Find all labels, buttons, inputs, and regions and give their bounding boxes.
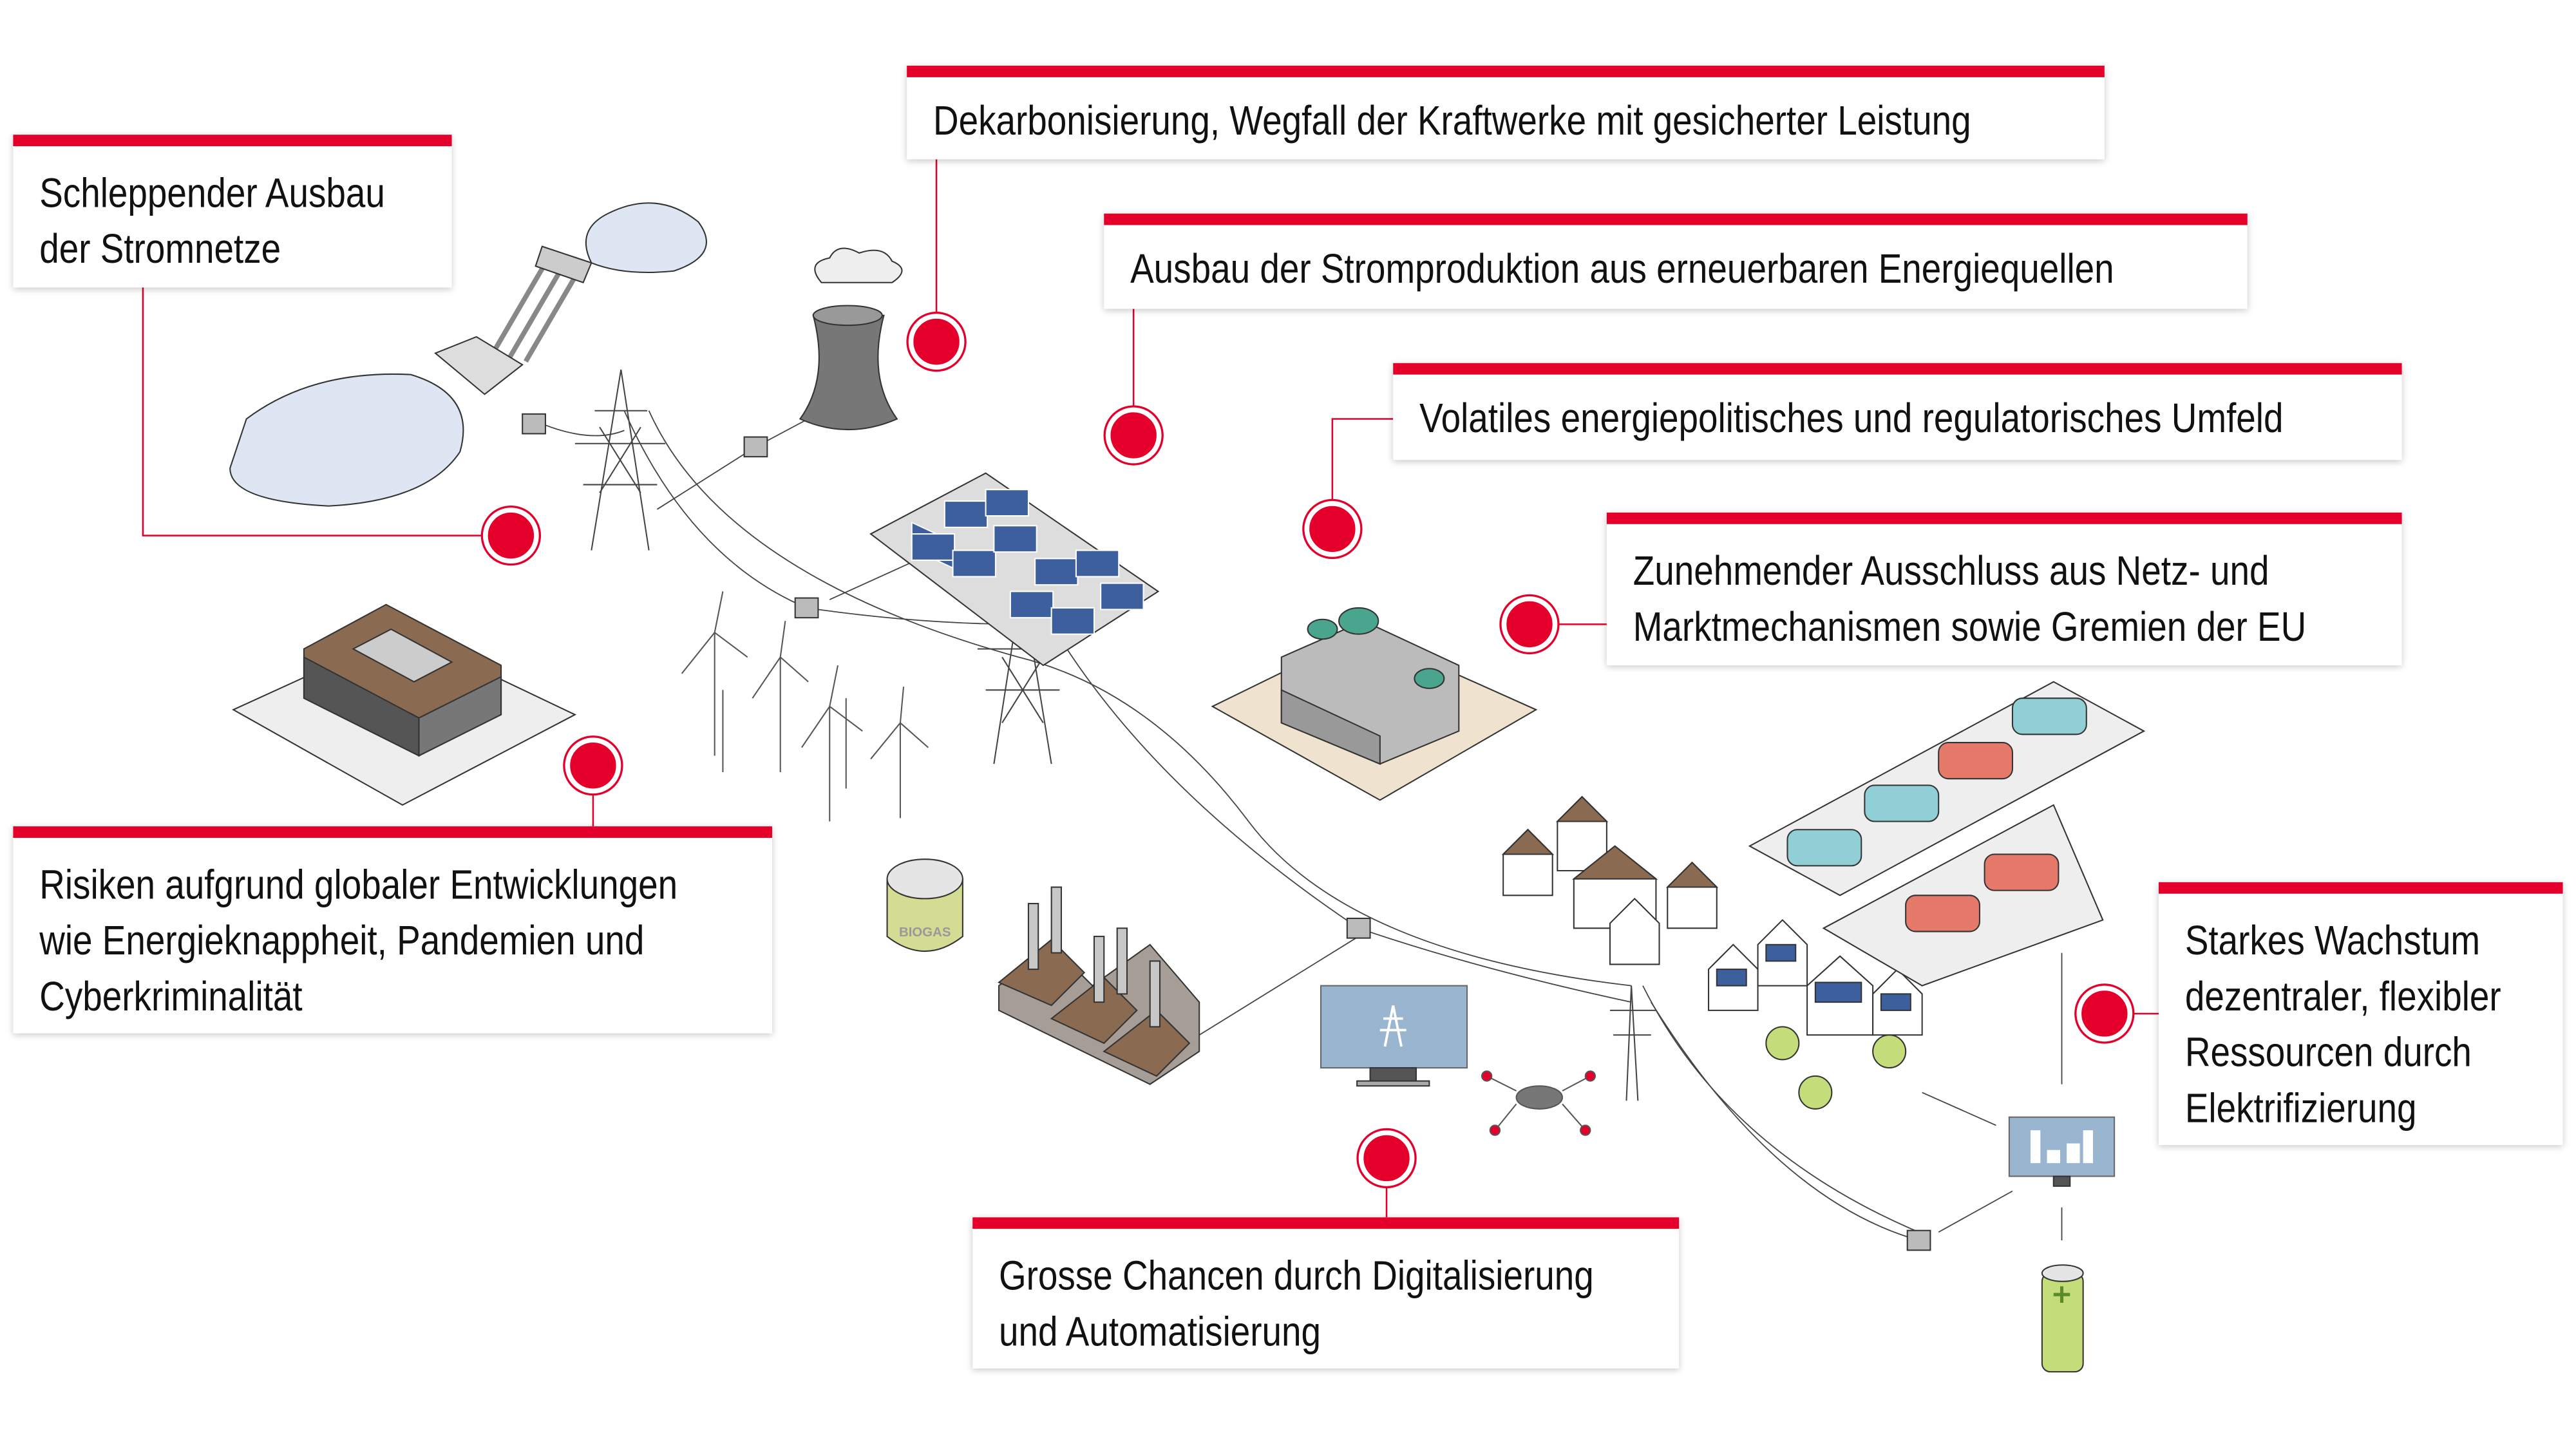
solar-field [869, 472, 1160, 667]
transformers [522, 413, 1931, 1251]
callout-text: Zunehmender Ausschluss aus Netz- und [1633, 549, 2269, 595]
cooling-tower [799, 247, 903, 431]
callout-text: Schleppender Ausbau [39, 171, 385, 217]
connector-lines [142, 159, 2159, 1218]
marker-eu-exclusion[interactable] [1501, 596, 1558, 652]
callout-text: Dekarbonisierung, Wegfall der Kraftwerke… [933, 99, 1971, 145]
drone [1481, 1070, 1596, 1136]
office-building [231, 603, 577, 806]
parliament-building [1211, 607, 1538, 801]
callout-text: Volatiles energiepolitisches und regulat… [1419, 395, 2284, 442]
wind-turbines [681, 591, 929, 822]
factories [998, 886, 1200, 1085]
marker-decarbonization[interactable] [908, 314, 965, 370]
callout-text: dezentraler, flexibler [2184, 974, 2501, 1021]
marker-policy[interactable] [1304, 501, 1361, 557]
monitor-small [2008, 1116, 2116, 1187]
callout-digitalization: Grosse Chancen durch Digitalisierung und … [972, 1217, 1680, 1368]
power-lines [542, 393, 2063, 1241]
callout-text: der Stromnetze [39, 227, 281, 273]
callout-text: und Automatisierung [999, 1309, 1321, 1356]
callout-text: Ressourcen durch [2184, 1030, 2472, 1076]
callout-text: Elektrifizierung [2184, 1086, 2417, 1132]
marker-digitalization[interactable] [1358, 1130, 1415, 1186]
callout-text: Marktmechanismen sowie Gremien der EU [1633, 604, 2307, 651]
biogas-label: BIOGAS [899, 925, 951, 940]
callout-text: Cyberkriminalität [39, 974, 303, 1021]
callout-policy: Volatiles energiepolitisches und regulat… [1393, 363, 2402, 460]
battery [2041, 1264, 2084, 1373]
callout-text: Starkes Wachstum [2184, 918, 2481, 965]
callout-text: wie Energieknappheit, Pandemien und [39, 918, 645, 965]
hydro-plant [229, 202, 707, 507]
marker-grid-expansion[interactable] [482, 507, 539, 564]
ev-parking [1748, 681, 2146, 987]
houses [1501, 795, 1923, 1110]
marker-renewables[interactable] [1105, 407, 1162, 464]
callout-renewables: Ausbau der Stromproduktion aus erneuerba… [1104, 213, 2248, 309]
callout-text: Risiken aufgrund globaler Entwicklungen [39, 862, 678, 909]
callout-text: Ausbau der Stromproduktion aus erneuerba… [1130, 246, 2114, 293]
marker-decentralized-growth[interactable] [2076, 985, 2133, 1042]
callout-decarbonization: Dekarbonisierung, Wegfall der Kraftwerke… [907, 66, 2105, 160]
callout-global-risks: Risiken aufgrund globaler Entwicklungen w… [13, 826, 772, 1034]
biogas-plant: BIOGAS [886, 858, 963, 952]
callout-text: Grosse Chancen durch Digitalisierung [999, 1253, 1594, 1300]
monitor-large [1320, 985, 1468, 1087]
callout-grid-expansion: Schleppender Ausbau der Stromnetze [13, 135, 452, 288]
marker-global-risks[interactable] [565, 737, 621, 794]
